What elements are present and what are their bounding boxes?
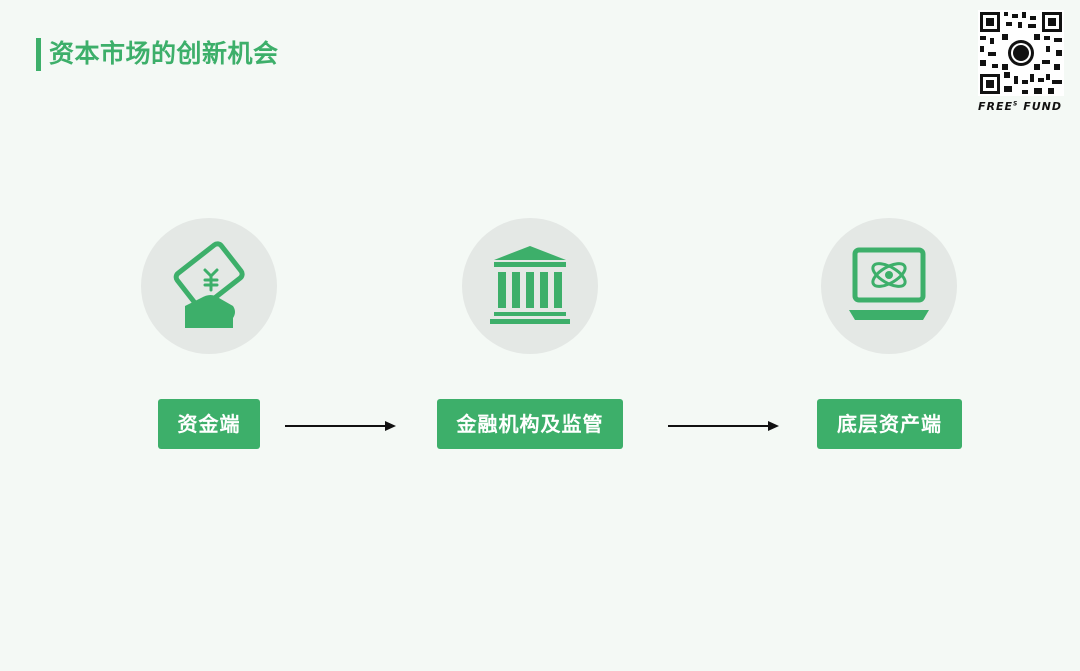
flow-arrow — [285, 421, 396, 431]
brand-name: FREES FUND — [978, 100, 1062, 113]
node-label-assets: 底层资产端 — [817, 399, 962, 449]
funding-side-circle — [141, 218, 277, 354]
laptop-atom-icon — [849, 247, 929, 320]
asset-side-circle — [821, 218, 957, 354]
page-title: 资本市场的创新机会 — [49, 39, 279, 68]
money-card-hand-icon — [173, 241, 245, 328]
bank-building-icon — [490, 246, 570, 324]
title-accent-bar — [36, 38, 41, 71]
qr-code-icon — [978, 10, 1064, 96]
institution-circle — [462, 218, 598, 354]
flow-arrow — [668, 421, 779, 431]
node-label-funding: 资金端 — [158, 399, 260, 449]
brand-block: FREES FUND — [978, 10, 1066, 113]
node-label-institution: 金融机构及监管 — [437, 399, 623, 449]
